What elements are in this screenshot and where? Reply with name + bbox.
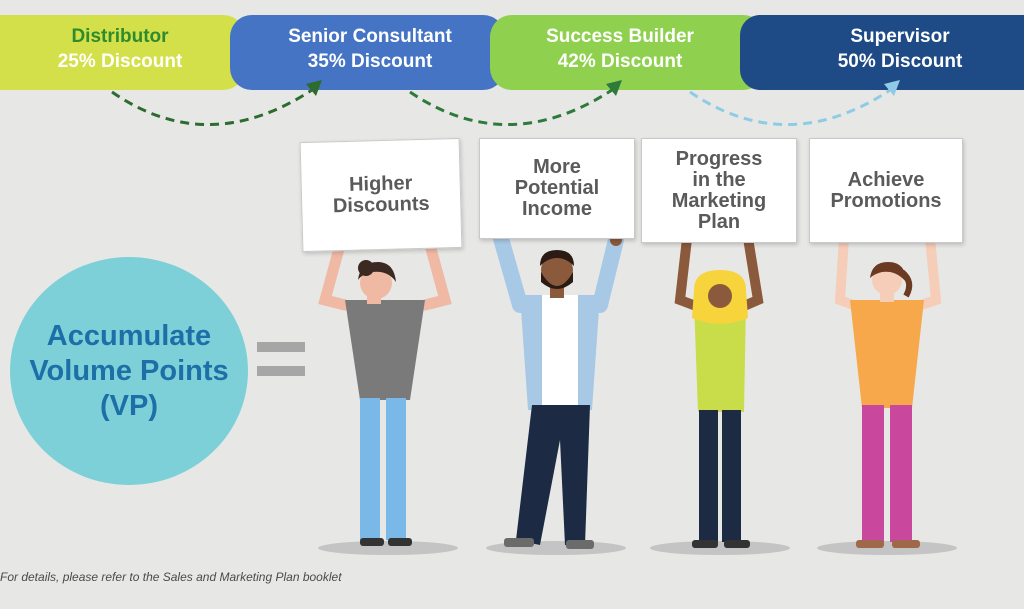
vp-line: Accumulate [46,319,212,352]
shadow-icon [318,541,458,555]
footnote: For details, please refer to the Sales a… [0,570,342,584]
level-supervisor: Supervisor 50% Discount [800,24,1000,74]
band-distributor-edge [0,15,40,90]
sign-line: Promotions [830,189,942,212]
level-name: Success Builder [546,26,694,47]
equals-icon [257,342,305,390]
arrow-1-head [306,80,322,96]
sign-line: in the [692,168,746,191]
band-supervisor-cap [740,15,780,90]
person-woman-orange-shirt-icon [834,233,942,548]
level-distributor: Distributor 25% Discount [20,24,220,74]
vp-line: (VP) [100,389,158,422]
sign-line: Achieve [847,168,925,191]
person-woman-hijab-icon [674,225,764,548]
person-man-blue-jacket-icon [492,226,624,549]
shadow-icon [817,541,957,555]
sign-line: Discounts [332,192,430,218]
person-woman-gray-shirt-icon [318,239,452,546]
level-band [0,15,1024,126]
accumulate-vp-circle: Accumulate Volume Points (VP) [10,257,248,485]
level-success-builder: Success Builder 42% Discount [510,24,730,74]
sign-line: Potential [514,177,600,199]
vp-line: Volume Points [29,354,229,387]
arrow-1 [111,84,319,126]
level-name: Distributor [71,26,169,47]
sign-line: More [533,156,581,178]
sign-more-potential-income: More Potential Income [479,138,635,239]
sign-line: Plan [697,210,741,233]
level-name: Supervisor [850,26,950,47]
sign-achieve-promotions: Achieve Promotions [809,138,963,243]
sign-progress-marketing-plan: Progress in the Marketing Plan [641,138,797,243]
band-success-builder [490,15,765,90]
band-senior-consultant [230,15,505,90]
level-senior-consultant: Senior Consultant 35% Discount [250,24,490,74]
shadow-icon [650,541,790,555]
sign-line: Income [521,198,592,220]
level-name: Senior Consultant [288,26,452,47]
sign-line: Marketing [671,189,767,212]
level-discount: 25% Discount [57,51,183,72]
sign-line: Progress [675,147,763,170]
sign-higher-discounts: Higher Discounts [299,137,463,253]
arrow-3-head [884,80,900,96]
band-supervisor [758,15,1024,90]
arrow-3 [689,84,897,126]
arrow-2-head [606,80,622,96]
level-discount: 35% Discount [307,51,433,72]
level-discount: 42% Discount [557,51,683,72]
band-distributor [0,15,245,90]
level-discount: 50% Discount [837,51,963,72]
arrow-2 [409,84,619,126]
